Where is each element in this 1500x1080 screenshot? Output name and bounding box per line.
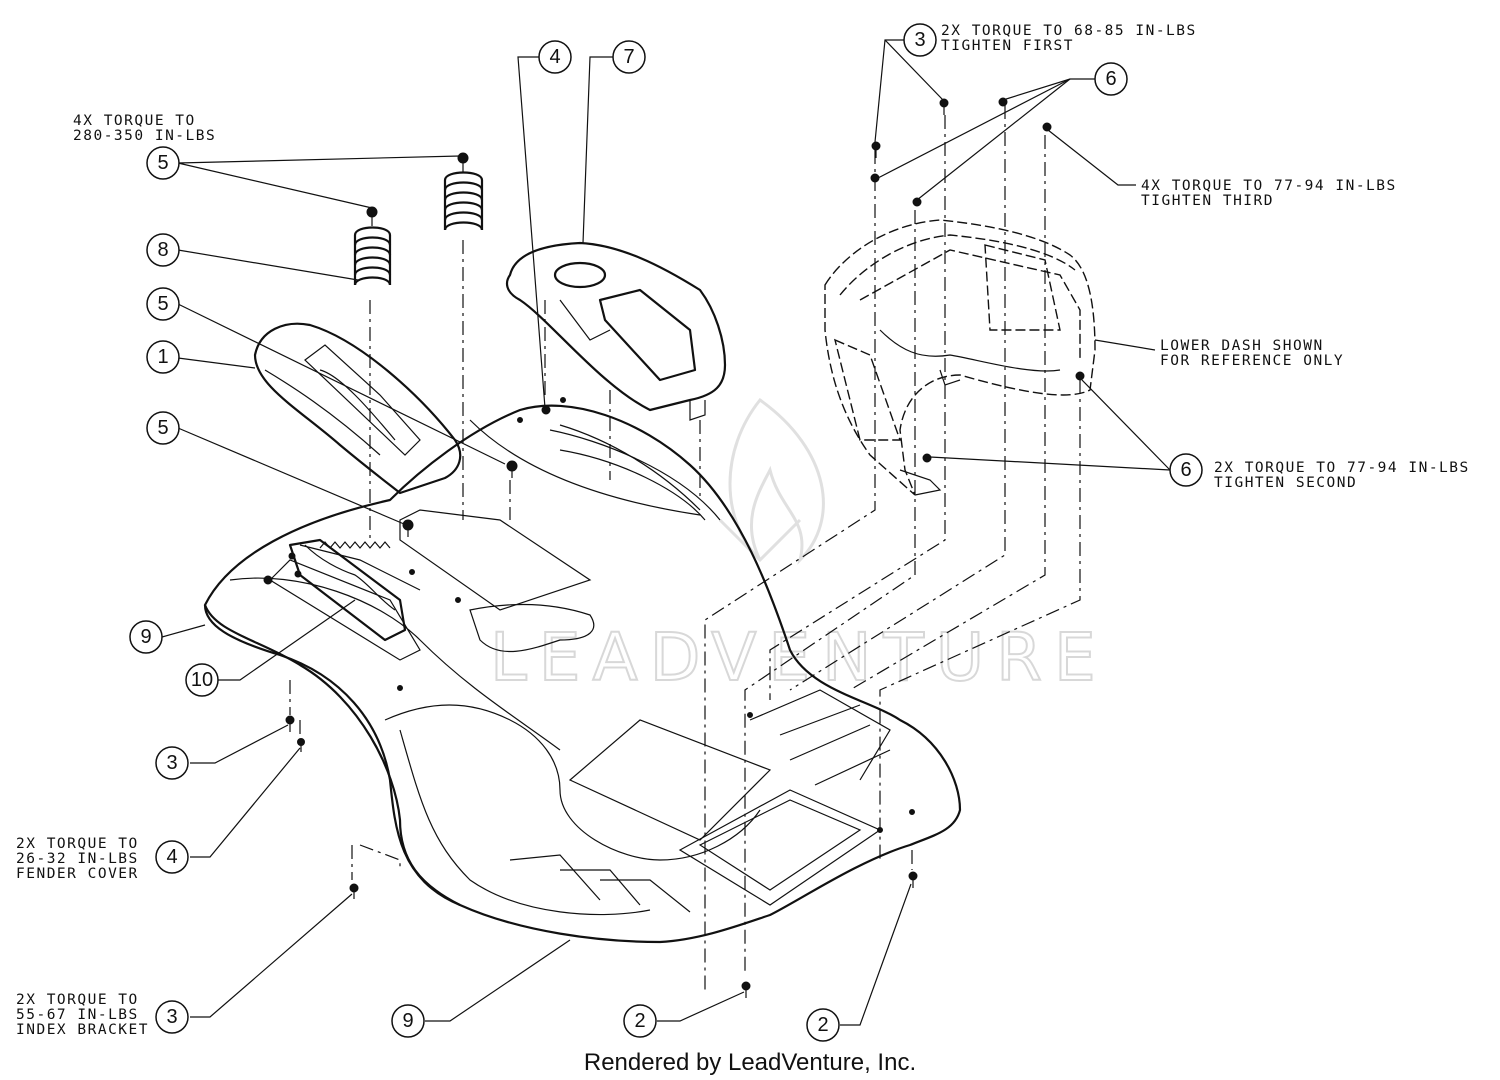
callout-number: 4 <box>166 846 177 868</box>
callout-6: 6 <box>1169 453 1203 487</box>
fender-deck-part <box>203 397 962 944</box>
credit-text: Rendered by LeadVenture, Inc. <box>584 1049 916 1076</box>
note-fender-cover: 2X TORQUE TO 26-32 IN-LBS FENDER COVER <box>16 836 139 882</box>
callout-8: 8 <box>146 233 180 267</box>
note-line: 4X TORQUE TO <box>73 113 196 129</box>
callout-circle <box>806 1008 840 1042</box>
callout-number: 9 <box>402 1010 413 1032</box>
leader-lines <box>161 39 1171 1026</box>
callout-circle <box>185 663 219 697</box>
note-line: 26-32 IN-LBS <box>16 851 139 867</box>
callout-number: 5 <box>157 293 168 315</box>
callout-4: 4 <box>538 40 572 74</box>
callout-3: 3 <box>903 23 937 57</box>
callout-circle <box>146 340 180 374</box>
cup-holder-tray-part <box>505 241 727 421</box>
callout-number: 9 <box>140 626 151 648</box>
note-upper-nuts: 4X TORQUE TO 77-94 IN-LBS TIGHTEN THIRD <box>1141 178 1397 209</box>
callout-circle <box>1169 453 1203 487</box>
callout-2: 2 <box>623 1004 657 1038</box>
note-line: 280-350 IN-LBS <box>73 128 216 144</box>
callout-circle <box>155 746 189 780</box>
note-lower-dash: LOWER DASH SHOWN FOR REFERENCE ONLY <box>1160 338 1344 369</box>
callout-number: 3 <box>166 1006 177 1028</box>
callout-circle <box>155 1000 189 1034</box>
note-line: TIGHTEN SECOND <box>1214 475 1357 491</box>
note-line: INDEX BRACKET <box>16 1022 149 1038</box>
callout-6: 6 <box>1094 62 1128 96</box>
callout-7: 7 <box>612 40 646 74</box>
callout-number: 2 <box>817 1014 828 1036</box>
callout-number: 6 <box>1180 459 1191 481</box>
callout-1: 1 <box>146 340 180 374</box>
callout-3: 3 <box>155 746 189 780</box>
note-line: 55-67 IN-LBS <box>16 1007 139 1023</box>
lower-dash-reference <box>824 219 1096 496</box>
callout-circle <box>146 233 180 267</box>
callout-number: 4 <box>549 46 560 68</box>
note-index-bracket: 2X TORQUE TO 55-67 IN-LBS INDEX BRACKET <box>16 992 149 1038</box>
callout-9: 9 <box>391 1004 425 1038</box>
watermark-text: LEADVENTURE <box>490 619 1108 696</box>
callout-2: 2 <box>806 1008 840 1042</box>
callout-circle <box>623 1004 657 1038</box>
note-line: 2X TORQUE TO 68-85 IN-LBS <box>941 23 1197 39</box>
note-line: FENDER COVER <box>16 866 139 882</box>
callout-circle <box>146 146 180 180</box>
callout-circle <box>903 23 937 57</box>
callout-number: 7 <box>623 46 634 68</box>
callout-number: 2 <box>634 1010 645 1032</box>
note-line: FOR REFERENCE ONLY <box>1160 353 1344 369</box>
callout-circle <box>129 620 163 654</box>
callout-number: 3 <box>914 29 925 51</box>
callout-circle <box>1094 62 1128 96</box>
callout-number: 5 <box>157 417 168 439</box>
note-line: 2X TORQUE TO <box>16 992 139 1008</box>
note-line: 2X TORQUE TO <box>16 836 139 852</box>
callout-5: 5 <box>146 287 180 321</box>
note-line: 2X TORQUE TO 77-94 IN-LBS <box>1214 460 1470 476</box>
callout-circle <box>155 840 189 874</box>
note-line: LOWER DASH SHOWN <box>1160 338 1324 354</box>
note-top-bolts: 2X TORQUE TO 68-85 IN-LBS TIGHTEN FIRST <box>941 23 1197 54</box>
callout-number: 1 <box>157 346 168 368</box>
callout-4: 4 <box>155 840 189 874</box>
note-line: 4X TORQUE TO 77-94 IN-LBS <box>1141 178 1397 194</box>
callout-circle <box>391 1004 425 1038</box>
callout-circle <box>146 411 180 445</box>
note-line: TIGHTEN THIRD <box>1141 193 1274 209</box>
callout-5: 5 <box>146 411 180 445</box>
callout-number: 6 <box>1105 68 1116 90</box>
callout-circle <box>146 287 180 321</box>
callout-circle <box>612 40 646 74</box>
watermark: LEADVENTURE <box>489 397 1108 697</box>
callout-5: 5 <box>146 146 180 180</box>
callout-circle <box>538 40 572 74</box>
callout-9: 9 <box>129 620 163 654</box>
index-bracket-part <box>288 538 407 642</box>
fasteners <box>285 97 1085 998</box>
springs-part <box>353 171 484 286</box>
callout-3: 3 <box>155 1000 189 1034</box>
note-line: TIGHTEN FIRST <box>941 38 1074 54</box>
callout-number: 3 <box>166 752 177 774</box>
callout-10: 10 <box>185 663 219 697</box>
assembly-centerlines <box>289 105 1081 990</box>
callout-number: 8 <box>157 239 168 261</box>
note-lower-nuts: 2X TORQUE TO 77-94 IN-LBS TIGHTEN SECOND <box>1214 460 1470 491</box>
seat-pad-part <box>253 322 462 495</box>
callout-number: 5 <box>157 152 168 174</box>
callout-number: 10 <box>191 669 213 691</box>
note-seat-springs: 4X TORQUE TO 280-350 IN-LBS <box>73 113 216 144</box>
